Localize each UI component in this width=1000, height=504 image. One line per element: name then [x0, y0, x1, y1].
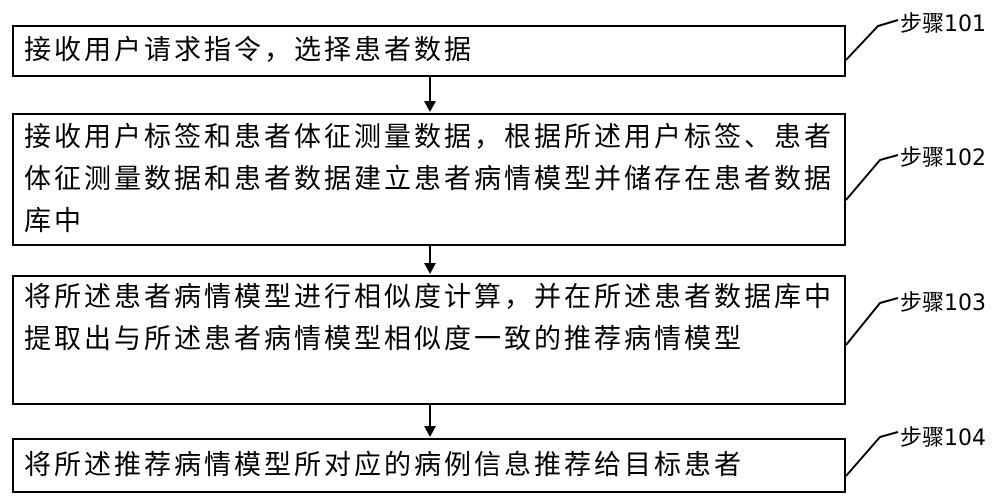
arrow-101-to-102 [424, 77, 436, 112]
arrow-head-icon [424, 263, 436, 274]
step-104-box: 将所述推荐病情模型所对应的病例信息推荐给目标患者 [12, 438, 846, 493]
step-103-text: 将所述患者病情模型进行相似度计算，并在所述患者数据库中提取出与所述患者病情模型相… [24, 282, 834, 355]
arrow-102-to-103 [424, 246, 436, 274]
leader-line-104 [845, 431, 899, 477]
step-103-box: 将所述患者病情模型进行相似度计算，并在所述患者数据库中提取出与所述患者病情模型相… [12, 275, 846, 405]
step-102-box: 接收用户标签和患者体征测量数据，根据所述用户标签、患者体征测量数据和患者数据建立… [12, 113, 846, 246]
step-104-text: 将所述推荐病情模型所对应的病例信息推荐给目标患者 [24, 450, 744, 481]
arrow-head-icon [424, 426, 436, 437]
arrow-head-icon [424, 101, 436, 112]
step-102-label: 步骤102 [900, 146, 986, 171]
step-101-box: 接收用户请求指令，选择患者数据 [12, 25, 846, 77]
leader-line-103 [845, 297, 899, 346]
leader-line-101 [845, 19, 899, 61]
step-103-label: 步骤103 [900, 291, 986, 316]
arrow-103-to-104 [424, 405, 436, 437]
step-101-label: 步骤101 [900, 12, 986, 37]
leader-line-102 [845, 154, 899, 201]
step-101-text: 接收用户请求指令，选择患者数据 [24, 35, 474, 66]
step-102-text: 接收用户标签和患者体征测量数据，根据所述用户标签、患者体征测量数据和患者数据建立… [24, 122, 834, 237]
step-104-label: 步骤104 [900, 426, 986, 451]
